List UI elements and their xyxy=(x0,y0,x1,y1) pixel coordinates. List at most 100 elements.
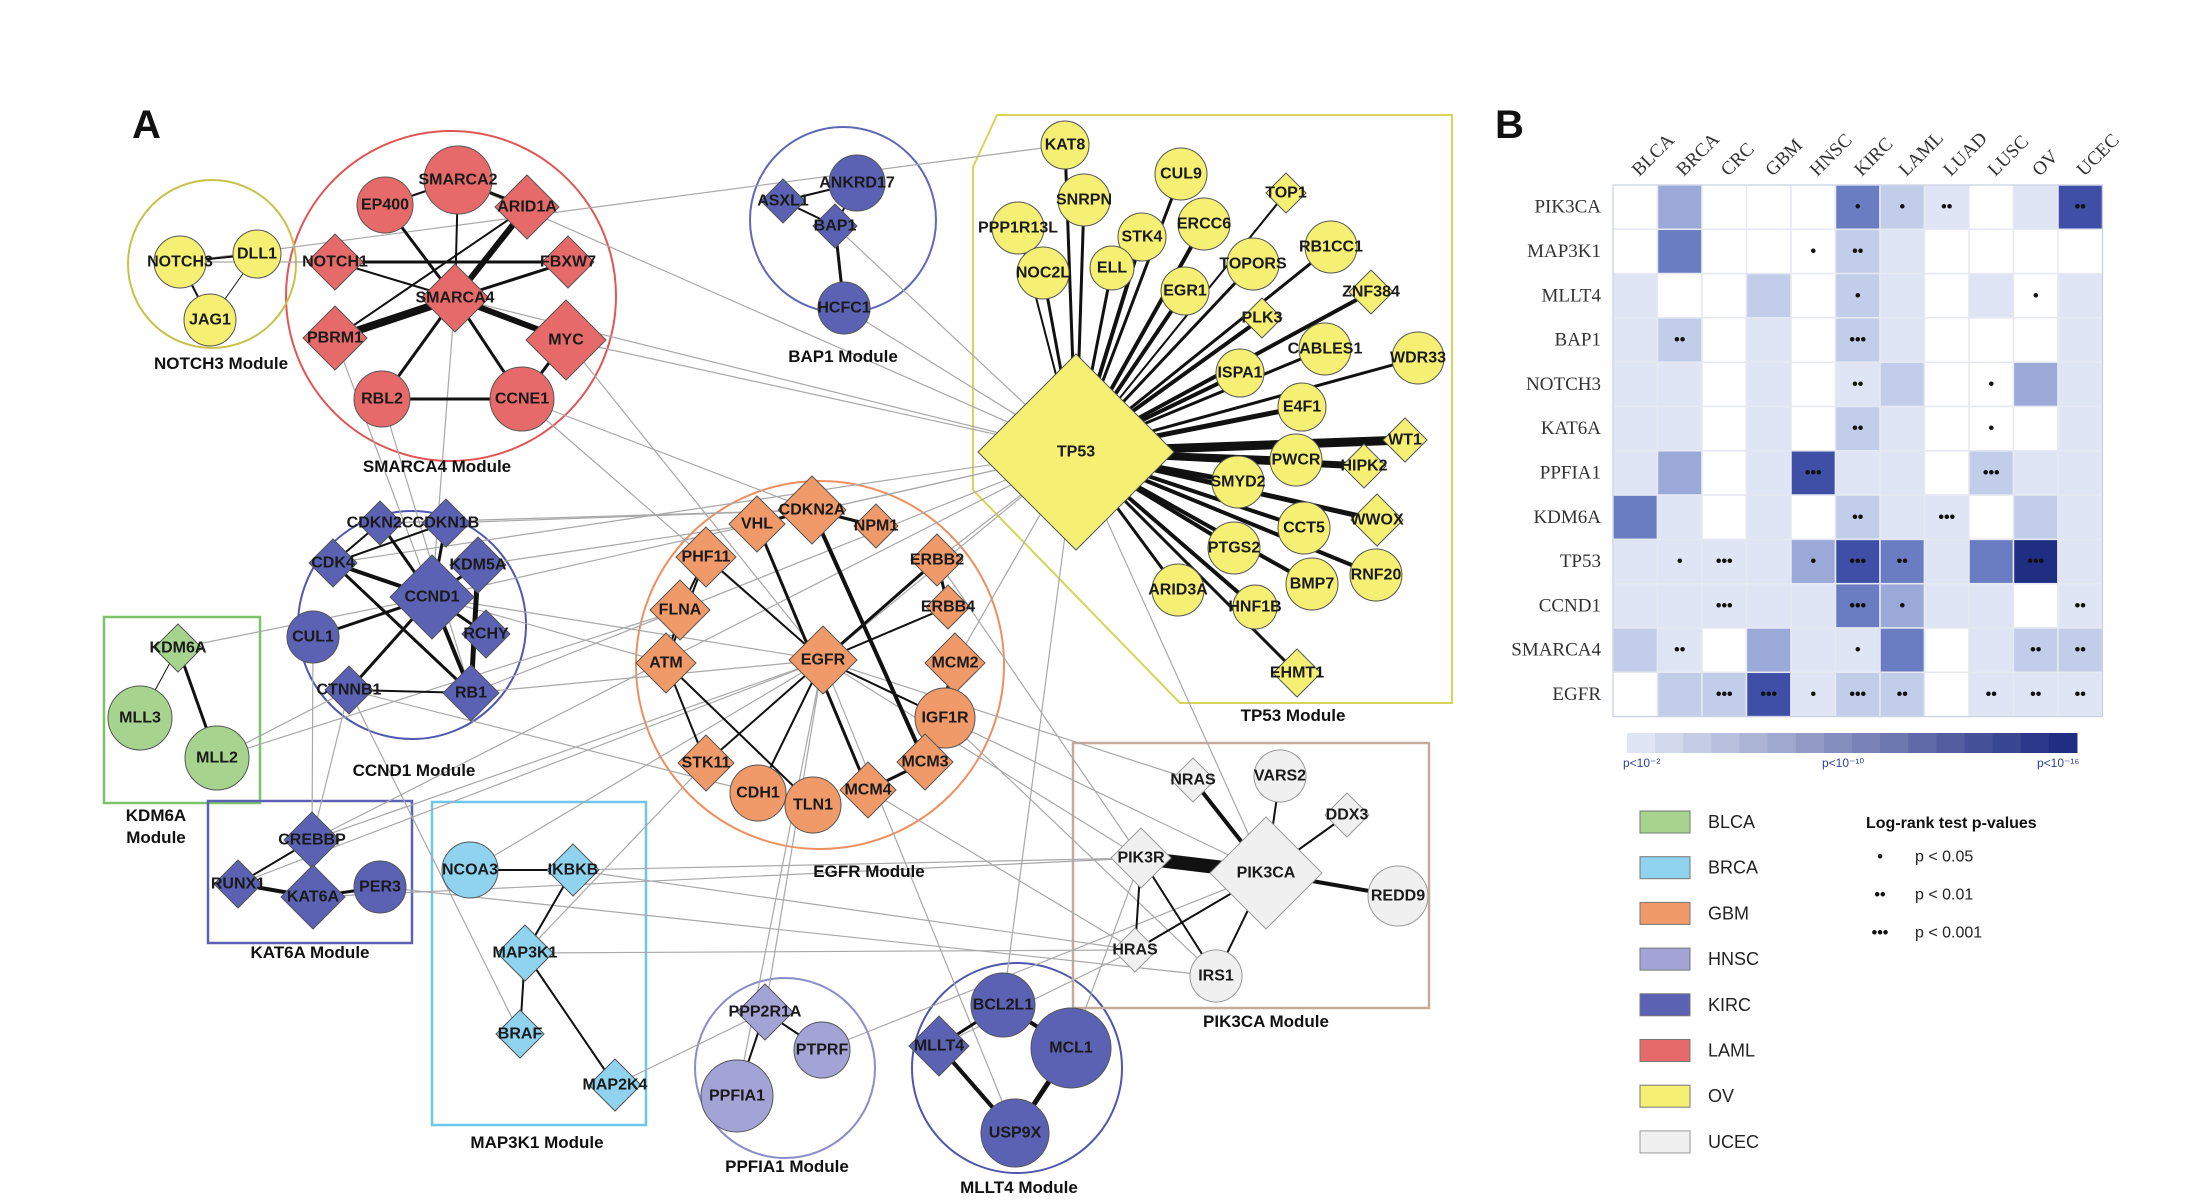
gene-node-mllt4: MLLT4 xyxy=(908,1015,970,1077)
heatmap-cell-pik3ca-crc xyxy=(1701,184,1748,231)
pvalue-legend-title: Log-rank test p-values xyxy=(1866,815,2037,832)
gene-label: PPFIA1 xyxy=(709,1088,765,1105)
significance-mark: ••• xyxy=(1983,464,2000,481)
gene-label: FBXW7 xyxy=(540,254,596,271)
gene-node-irs1: IRS1 xyxy=(1189,949,1243,1003)
heatmap-cell-kat6a-kirc xyxy=(1834,405,1881,452)
heatmap-column-laml: LAML xyxy=(1895,128,1948,181)
legend-item-gbm: GBM xyxy=(1639,901,1749,925)
gene-node-ctnnb1: CTNNB1 xyxy=(317,665,382,715)
heatmap-column-ucec: UCEC xyxy=(2073,130,2124,181)
heatmap-cell-ppfia1-laml xyxy=(1879,450,1926,496)
cross-edge-tp53-pik3ca xyxy=(1075,451,1267,874)
gene-label: PWCR xyxy=(1272,452,1321,469)
gene-label: PPP2R1A xyxy=(729,1004,802,1021)
gene-label: FLNA xyxy=(659,602,702,619)
heatmap-cell-smarca4-luad xyxy=(1923,627,1970,674)
module-border-egfr xyxy=(635,480,1005,850)
significance-mark: ••• xyxy=(1716,597,1733,614)
edge-cdkn2a-mcm3 xyxy=(810,509,927,763)
legend-swatch xyxy=(1639,1084,1691,1108)
significance-mark: •• xyxy=(2075,597,2087,614)
heatmap-cell-ppfia1-crc xyxy=(1701,450,1748,496)
legend-item-ucec: UCEC xyxy=(1639,1130,1759,1154)
gene-label: BAP1 xyxy=(814,218,857,235)
gene-label: TOPORS xyxy=(1219,256,1287,273)
gene-label: IGF1R xyxy=(921,710,969,727)
gene-label: MCM2 xyxy=(931,655,978,672)
gene-node-asxl1: ASXL1 xyxy=(757,178,809,224)
heatmap-column-brca: BRCA xyxy=(1672,129,1724,181)
cross-edge-kat6a-pik3r xyxy=(312,857,1142,898)
gene-label: NOTCH1 xyxy=(302,254,368,271)
gene-node-notch1: NOTCH1 xyxy=(302,233,368,291)
significance-mark: • xyxy=(1988,420,1994,437)
heatmap-cell-mllt4-blca xyxy=(1612,272,1659,319)
pvalue-text: p < 0.001 xyxy=(1915,925,1982,942)
gene-label: MLL3 xyxy=(119,710,161,727)
heatmap-cell-egfr-kirc xyxy=(1834,671,1881,718)
gene-label: MYC xyxy=(548,332,584,349)
module-title-kdm6a: Module xyxy=(126,828,186,847)
gene-label: CCNE1 xyxy=(495,391,549,408)
gene-node-map2k4: MAP2K4 xyxy=(583,1058,648,1112)
gene-node-ehmt1: EHMT1 xyxy=(1270,648,1324,698)
module-border-smarca4 xyxy=(285,130,617,462)
cross-edge-bcl2l1-tp53 xyxy=(1002,451,1077,1006)
heatmap-cell-notch3-brca xyxy=(1656,361,1703,408)
gene-node-braf: BRAF xyxy=(495,1009,545,1059)
module-title-mllt4: MLLT4 Module xyxy=(960,1178,1078,1197)
heatmap-cell-tp53-ucec xyxy=(2057,538,2104,585)
heatmap-cell-smarca4-brca xyxy=(1656,627,1703,674)
gene-label: CDKN1B xyxy=(413,515,480,532)
heatmap-cell-kat6a-hnsc xyxy=(1790,405,1837,452)
significance-mark: ••• xyxy=(2027,553,2044,570)
heatmap-cell-map3k1-ucec xyxy=(2057,228,2104,275)
cross-edge-mllt4-hras xyxy=(938,949,1136,1047)
heatmap-cell-bap1-ucec xyxy=(2057,317,2104,363)
gene-label: PIK3CA xyxy=(1237,865,1296,882)
heatmap-cell-ccnd1-kirc xyxy=(1834,582,1881,629)
significance-mark: •• xyxy=(1852,376,1864,393)
gene-node-tp53: TP53 xyxy=(977,353,1175,551)
heatmap-cell-ccnd1-gbm xyxy=(1745,582,1792,629)
heatmap-row-map3k1: MAP3K1 xyxy=(1527,241,1601,262)
gene-label: CCT5 xyxy=(1283,520,1325,537)
gene-label: PTPRF xyxy=(796,1042,849,1059)
gene-node-egfr: EGFR xyxy=(788,625,858,695)
gene-node-erbb4: ERBB4 xyxy=(921,584,975,630)
heatmap-cell-ppfia1-luad xyxy=(1923,450,1970,496)
gene-node-dll1: DLL1 xyxy=(232,229,282,279)
scale-step xyxy=(2020,733,2050,753)
gene-label: RBL2 xyxy=(361,391,403,408)
gene-label: KAT8 xyxy=(1045,137,1086,154)
significance-mark: ••• xyxy=(1760,686,1777,703)
cross-edge-nras-egfr xyxy=(822,659,1194,781)
gene-label: HRAS xyxy=(1112,942,1158,959)
gene-label: PHF11 xyxy=(682,549,731,566)
gene-node-mll3: MLL3 xyxy=(107,685,173,751)
heatmap-cell-pik3ca-lusc xyxy=(1968,184,2015,231)
cross-edge-smarca2-tp53 xyxy=(457,179,1077,453)
edge-atm-tln1 xyxy=(665,662,814,806)
cross-edge-rb1-egfr xyxy=(470,659,824,694)
gene-label: TP53 xyxy=(1057,444,1095,461)
legend-label: BLCA xyxy=(1708,812,1755,832)
gene-label: VARS2 xyxy=(1254,768,1306,785)
gene-node-topors: TOPORS xyxy=(1219,237,1287,291)
scale-step xyxy=(1936,733,1965,753)
gene-node-mcm2: MCM2 xyxy=(924,632,986,694)
gene-label: ANKRD17 xyxy=(819,175,895,192)
significance-mark: •• xyxy=(2030,686,2042,703)
gene-label: CDKN2A xyxy=(779,502,846,519)
gene-node-ddx3: DDX3 xyxy=(1324,792,1370,838)
heatmap-cell-notch3-crc xyxy=(1701,361,1748,408)
gene-label: ASXL1 xyxy=(757,193,809,210)
gene-node-vars2: VARS2 xyxy=(1253,749,1307,803)
heatmap-cell-notch3-lusc xyxy=(1968,361,2015,408)
gene-node-top1: TOP1 xyxy=(1265,172,1307,214)
scale-step xyxy=(1655,733,1684,753)
gene-label: RB1CC1 xyxy=(1299,239,1363,256)
